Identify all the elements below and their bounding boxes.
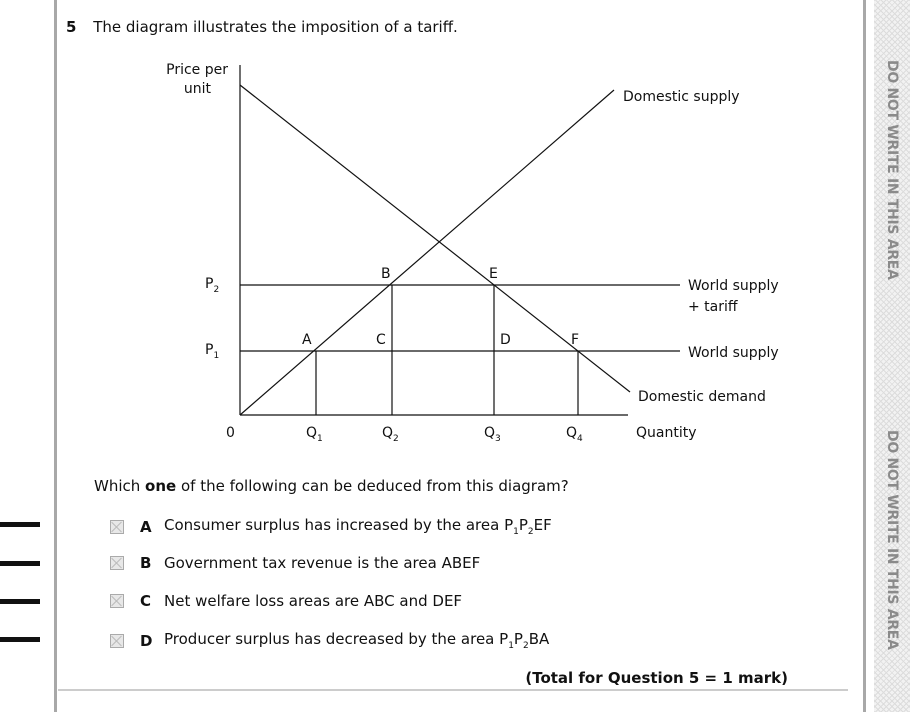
y-axis-label: Price per: [166, 62, 228, 78]
domestic-demand-label: Domestic demand: [638, 389, 766, 405]
question-number: 5: [66, 18, 77, 36]
margin-warning-top: DO NOT WRITE IN THIS AREA: [884, 60, 900, 280]
margin-warning-bottom: DO NOT WRITE IN THIS AREA: [884, 430, 900, 650]
domestic-demand-curve: [239, 84, 631, 393]
point-e-label: E: [489, 266, 498, 282]
question-heading: 5 The diagram illustrates the imposition…: [66, 18, 458, 36]
option-text: Net welfare loss areas are ABC and DEF: [164, 592, 463, 610]
p2-label: P2: [205, 276, 219, 295]
point-c-label: C: [376, 332, 386, 348]
tariff-diagram: Price per unit 0 P2 P1 Q1 Q2 Q3 Q4 A B C…: [166, 62, 779, 444]
option-text: Government tax revenue is the area ABEF: [164, 554, 481, 572]
y-axis-label-2: unit: [184, 81, 212, 97]
margin-mark: [0, 561, 40, 566]
option-d[interactable]: D Producer surplus has decreased by the …: [110, 630, 549, 651]
point-f-label: F: [571, 332, 579, 348]
left-margin-line: [54, 0, 57, 712]
point-a-label: A: [302, 332, 312, 348]
x-axis-label: Quantity: [636, 425, 697, 441]
margin-mark: [0, 522, 40, 527]
q3-label: Q3: [484, 425, 501, 444]
hatched-margin: [874, 0, 910, 712]
answer-checkbox[interactable]: [110, 556, 124, 570]
right-margin-line: [863, 0, 866, 712]
domestic-supply-label: Domestic supply: [623, 89, 740, 105]
answer-checkbox[interactable]: [110, 519, 124, 534]
answer-checkbox[interactable]: [110, 633, 124, 648]
q4-label: Q4: [566, 425, 583, 444]
world-supply-tariff-label: World supply: [688, 278, 779, 294]
domestic-supply-curve: [239, 89, 615, 416]
margin-mark: [0, 637, 40, 642]
option-text: Producer surplus has decreased by the ar…: [164, 630, 550, 651]
q2-label: Q2: [382, 425, 399, 444]
question-text: The diagram illustrates the imposition o…: [93, 18, 458, 36]
question-prompt: Which one of the following can be deduce…: [94, 477, 569, 495]
q1-label: Q1: [306, 425, 323, 444]
option-c[interactable]: C Net welfare loss areas are ABC and DEF: [110, 592, 462, 610]
point-b-label: B: [381, 266, 391, 282]
answer-checkbox[interactable]: [110, 594, 124, 608]
option-b[interactable]: B Government tax revenue is the area ABE…: [110, 554, 480, 572]
option-a[interactable]: A Consumer surplus has increased by the …: [110, 516, 552, 537]
margin-mark: [0, 599, 40, 604]
option-text: Consumer surplus has increased by the ar…: [164, 516, 552, 537]
point-d-label: D: [500, 332, 511, 348]
total-marks: (Total for Question 5 = 1 mark): [525, 669, 788, 687]
world-supply-label: World supply: [688, 345, 779, 361]
origin-label: 0: [226, 425, 235, 441]
divider: [58, 689, 848, 691]
p1-label: P1: [205, 342, 219, 361]
world-supply-tariff-label-2: + tariff: [688, 299, 738, 315]
